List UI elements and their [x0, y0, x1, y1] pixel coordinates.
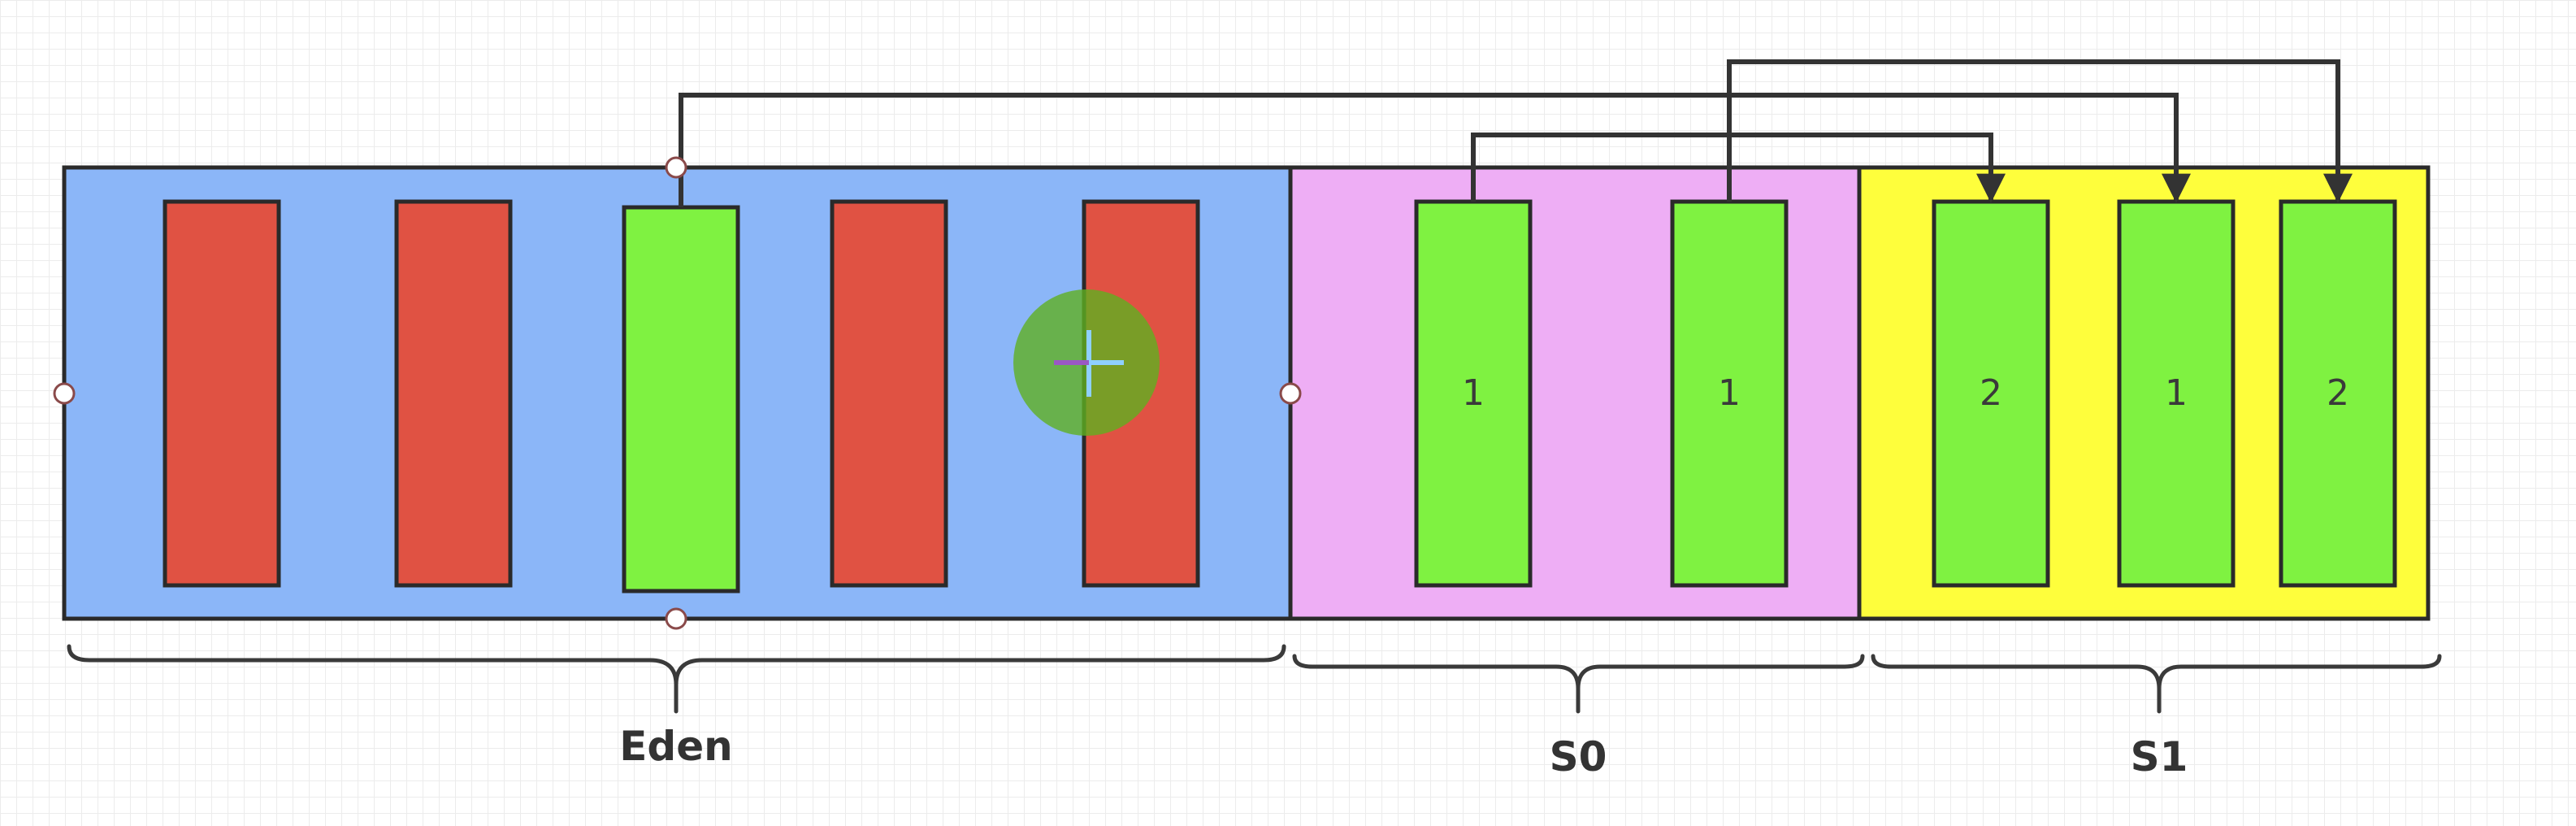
eden-object-4[interactable]: [830, 199, 948, 588]
eden-object-1[interactable]: [163, 199, 281, 588]
s1-object-3-age: 2: [2327, 372, 2349, 414]
s1-object-2-age: 1: [2165, 372, 2188, 414]
resize-handle-right[interactable]: [1279, 382, 1302, 405]
label-s1: S1: [2131, 733, 2188, 780]
s0-object-2-age: 1: [1718, 372, 1741, 414]
resize-handle-top[interactable]: [665, 156, 687, 179]
arrow-s0-object-1-to-s1-object-1[interactable]: [1471, 133, 2006, 203]
eden-object-3[interactable]: [622, 205, 740, 593]
label-s0: S0: [1550, 733, 1607, 780]
resize-handle-bottom[interactable]: [665, 607, 687, 630]
resize-handle-left[interactable]: [53, 382, 76, 405]
brace-eden: [67, 644, 1286, 714]
arrow-eden-to-s1-object-1[interactable]: [679, 93, 2191, 207]
move-cursor-icon: [1013, 289, 1160, 436]
arrow-s0-object-2-to-s1-object-3[interactable]: [1727, 59, 2353, 203]
brace-s1: [1871, 654, 2442, 714]
label-eden: Eden: [619, 723, 732, 770]
s1-object-2[interactable]: [2117, 199, 2236, 588]
brace-s0: [1292, 654, 1865, 714]
eden-object-2[interactable]: [394, 199, 513, 588]
s1-object-3[interactable]: [2279, 199, 2397, 588]
s0-object-1-age: 1: [1462, 372, 1485, 414]
s1-object-1[interactable]: [1932, 199, 2050, 588]
s0-object-2[interactable]: [1670, 199, 1789, 588]
s0-object-1[interactable]: [1414, 199, 1533, 588]
s1-object-1-age: 2: [1980, 372, 2002, 414]
